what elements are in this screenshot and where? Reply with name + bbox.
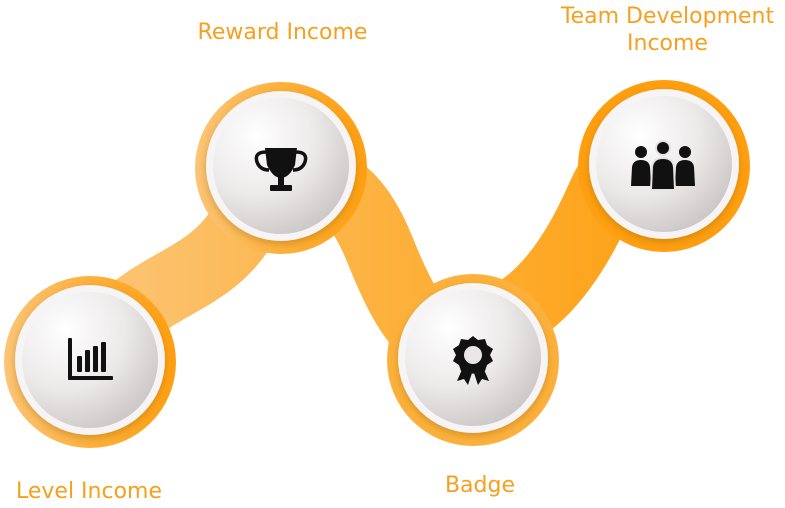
team-group-icon <box>631 140 695 191</box>
badge-label: Badge <box>444 473 516 498</box>
award-badge-icon <box>453 336 493 385</box>
reward-income-label: Reward Income <box>197 20 368 45</box>
trophy-icon <box>254 148 308 191</box>
level-income-label: Level Income <box>15 479 163 504</box>
team-development-income-label: Team Development Income <box>560 4 775 56</box>
bar-chart-icon <box>68 338 113 380</box>
